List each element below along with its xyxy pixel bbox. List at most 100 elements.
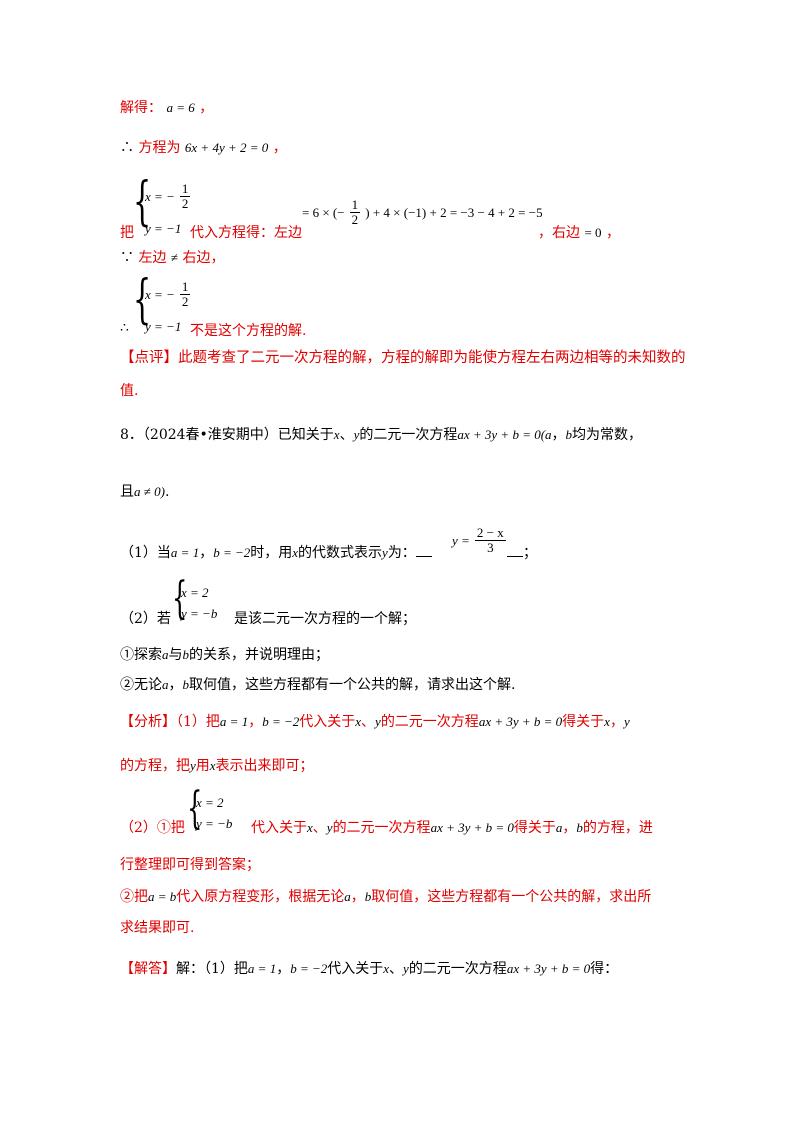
var-b: b <box>565 427 573 442</box>
text: （2）①把 <box>120 820 185 836</box>
text: ， <box>551 427 566 443</box>
math: a = 1 <box>247 961 277 976</box>
math: x = 2 <box>196 795 224 810</box>
question-1-answer: y = 2 − x 3 <box>452 526 506 555</box>
not-solution-text: 不是这个方程的解. <box>190 320 306 340</box>
text: ， <box>199 100 214 116</box>
var-y: y <box>375 714 381 729</box>
var-y: y <box>623 714 630 729</box>
denominator: 2 <box>181 196 189 211</box>
text: 用 <box>195 758 210 774</box>
text: 代入关于 <box>251 820 307 836</box>
system-brace: { <box>172 573 188 624</box>
math: x = 2 <box>181 585 209 600</box>
therefore-symbol: ∴ <box>120 320 129 336</box>
text: ， <box>562 820 577 836</box>
var-b: b <box>364 889 372 904</box>
system-row-2: y = −b <box>181 603 217 622</box>
text: 8．（2024春•淮安期中）已知关于 <box>120 427 334 443</box>
text: （1）把 <box>176 714 220 730</box>
math: = 6 × (− <box>302 205 345 220</box>
analysis-line-6: 求结果即可. <box>120 920 195 936</box>
ba-char: 把 <box>120 222 134 242</box>
text: 把 <box>120 225 134 241</box>
q2-text: 是该二元一次方程的一个解； <box>234 608 416 628</box>
text: 与 <box>168 647 183 663</box>
var-y: y <box>353 427 360 442</box>
answer-tag: 【解答】 <box>120 961 176 977</box>
analysis-line-2: 的方程，把y用x表示出来即可； <box>120 756 314 776</box>
text: 解得： <box>120 100 162 116</box>
text: ； <box>523 545 537 561</box>
text: 均为常数， <box>572 427 643 443</box>
text: 方程为 <box>138 140 181 156</box>
substitution-math: = 6 × (− 1 2 ) + 4 × (−1) + 2 = −3 − 4 +… <box>302 198 543 227</box>
fraction: 1 2 <box>349 197 361 227</box>
text: 的方程，进 <box>582 820 653 836</box>
blank-line <box>507 556 523 557</box>
analysis-line-5: ②把a = b代入原方程变形，根据无论a，b取何值，这些方程都有一个公共的解，求… <box>120 887 651 907</box>
text: 的关系，并说明理由； <box>189 647 329 663</box>
text: ， <box>350 889 365 905</box>
text: ， <box>272 140 287 156</box>
var-y: y <box>190 758 196 773</box>
math: a = 1 <box>170 545 200 560</box>
system-brace: { <box>133 172 152 232</box>
system-row-2: y = −b <box>196 813 232 832</box>
p3-text: 代入关于x、y的二元一次方程ax + 3y + b = 0得关于a，b的方程，进 <box>251 817 653 837</box>
problem-line-2: 且a ≠ 0). <box>120 482 169 502</box>
math: = 0 <box>584 225 602 240</box>
text: 代入关于 <box>327 961 384 977</box>
var-x: x <box>307 820 313 835</box>
text: 、 <box>339 427 354 443</box>
math: y = −b <box>196 816 233 831</box>
answer-line-1: 【解答】解：（1）把a = 1，b = −2代入关于x、y的二元一次方程ax +… <box>120 959 618 979</box>
text: 代入方程得：左边 <box>190 225 302 241</box>
var-x: x <box>355 714 362 729</box>
math: b = −2 <box>262 714 300 729</box>
not-equal-line: ∵ 左边 ≠ 右边， <box>120 248 225 268</box>
text: 时，用 <box>250 545 293 561</box>
math: y = <box>452 533 470 548</box>
text: （2）若 <box>120 611 171 627</box>
answer-blank-right: ； <box>507 543 537 563</box>
text: ∴ <box>120 320 129 336</box>
var-y: y <box>403 961 409 976</box>
system-row-1: x = − 1 2 <box>145 182 191 211</box>
system-row-1: x = 2 <box>196 792 224 811</box>
system-row-2: y = −1 <box>145 316 181 335</box>
var-a: a <box>344 889 351 904</box>
analysis-line-1: 【分析】（1）把a = 1，b = −2代入关于x、y的二元一次方程ax + 3… <box>120 712 630 732</box>
because-symbol: ∵ <box>120 250 134 266</box>
var-x: x <box>383 961 390 976</box>
text: 且 <box>120 484 134 500</box>
fraction: 1 2 <box>179 280 191 309</box>
math-equation: ax + 3y + b = 0 <box>506 961 591 976</box>
comment-line-2: 值. <box>120 383 139 399</box>
text: ， <box>199 545 214 561</box>
text: 得关于 <box>513 820 556 836</box>
numerator: 1 <box>349 197 361 213</box>
right-side: ，右边 = 0 ， <box>538 222 620 242</box>
math: x = − <box>145 287 175 302</box>
text: 取何值，这些方程都有一个公共的解，求出所 <box>371 889 652 905</box>
math: ) + 4 × (−1) + 2 = −3 − 4 + 2 = −5 <box>365 205 543 220</box>
var-x: x <box>209 758 216 773</box>
text: ， <box>248 714 263 730</box>
text: ， <box>168 677 183 693</box>
system-brace: { <box>133 270 152 330</box>
var-b: b <box>576 820 583 835</box>
math: y = −b <box>181 606 218 621</box>
text: 的二元一次方程 <box>332 820 431 836</box>
text: 为： <box>387 545 416 561</box>
text: 取何值，这些方程都有一个公共的解，请求出这个解. <box>189 677 516 693</box>
comment-line-1: 【点评】此题考查了二元一次方程的解，方程的解即为能使方程左右两边相等的未知数的 <box>120 350 686 366</box>
math-equation: ax + 3y + b = 0 <box>430 820 514 835</box>
math: a ≠ 0) <box>134 484 165 499</box>
text: ②无论 <box>120 677 162 693</box>
math: b = −2 <box>290 961 328 976</box>
answer-blank-left <box>415 556 432 557</box>
text: 的代数式表示 <box>298 545 383 561</box>
problem-header: 8．（2024春•淮安期中）已知关于x、y的二元一次方程ax + 3y + b … <box>120 425 642 445</box>
math-equation: ax + 3y + b = 0 <box>478 714 563 729</box>
